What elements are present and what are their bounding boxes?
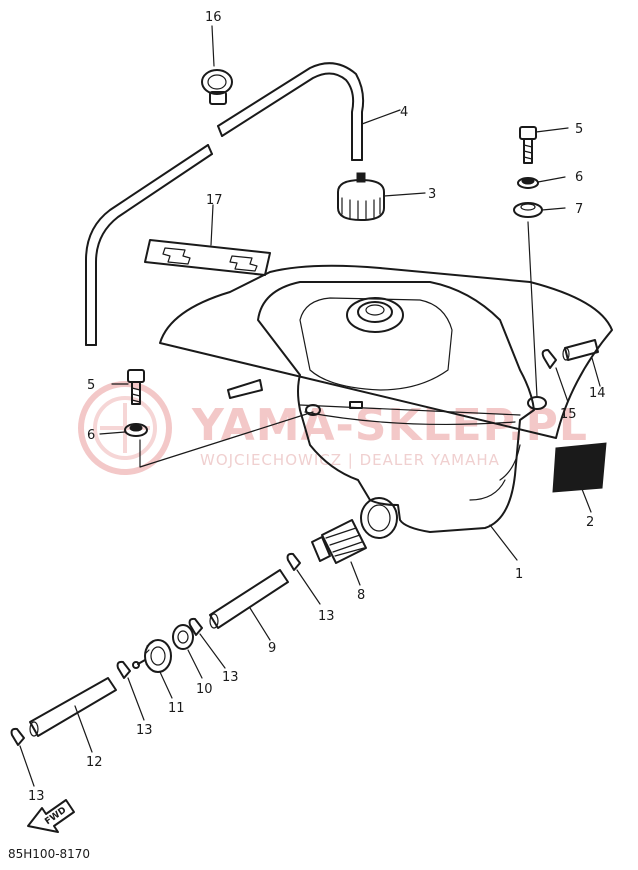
watermark-main-text: YAMA-SKLEP.PL bbox=[191, 400, 588, 451]
callout-3: 3 bbox=[428, 187, 436, 202]
callout-13b: 13 bbox=[222, 670, 239, 685]
callout-13a: 13 bbox=[318, 609, 335, 624]
clamp-part bbox=[201, 69, 233, 105]
breather-hose bbox=[85, 62, 365, 346]
tank-cap-part bbox=[337, 172, 385, 221]
washer-part-10 bbox=[172, 624, 194, 650]
callout-5-right: 5 bbox=[575, 122, 583, 137]
fuel-hose-part-12 bbox=[29, 677, 117, 737]
clip-part-13c bbox=[116, 660, 131, 679]
fuel-cock-part bbox=[132, 639, 172, 673]
label-part bbox=[144, 239, 271, 276]
leader-washer-left bbox=[139, 411, 314, 468]
hose-part-14 bbox=[562, 339, 599, 361]
callout-17: 17 bbox=[206, 193, 223, 208]
callout-1: 1 bbox=[515, 567, 523, 582]
callout-5-left: 5 bbox=[87, 378, 95, 393]
bolt-part-right bbox=[519, 126, 537, 164]
clip-part-13b bbox=[188, 617, 203, 636]
washer-part-left bbox=[124, 423, 148, 437]
watermark-sub-text: WOJCIECHOWICZ | DEALER YAMAHA bbox=[200, 451, 500, 469]
callout-6-left: 6 bbox=[87, 428, 95, 443]
callout-labels: 16 4 3 5 6 7 17 5 6 14 15 2 1 8 13 9 13 … bbox=[28, 10, 606, 804]
callout-7: 7 bbox=[575, 202, 583, 217]
clip-part-13d bbox=[10, 727, 25, 746]
diagram-code: 85H100-8170 bbox=[8, 847, 90, 861]
bolt-part-left bbox=[127, 369, 145, 405]
callout-11: 11 bbox=[168, 701, 185, 716]
washer-part-right bbox=[517, 177, 539, 189]
tank-label-part bbox=[552, 442, 607, 493]
callout-13d: 13 bbox=[28, 789, 45, 804]
fwd-arrow-icon: FWD bbox=[27, 799, 75, 833]
callout-9: 9 bbox=[268, 641, 276, 656]
callout-12: 12 bbox=[86, 755, 103, 770]
callout-15: 15 bbox=[560, 407, 577, 422]
callout-2: 2 bbox=[586, 515, 594, 530]
callout-14: 14 bbox=[589, 386, 606, 401]
callout-4: 4 bbox=[400, 105, 408, 120]
callout-16: 16 bbox=[205, 10, 222, 25]
clip-part-13a bbox=[286, 552, 301, 571]
clip-part-15 bbox=[541, 349, 557, 369]
fuel-hose-part-9 bbox=[209, 569, 289, 629]
callout-6-right: 6 bbox=[575, 170, 583, 185]
leader-damper bbox=[527, 221, 538, 398]
fuel-tank bbox=[159, 264, 613, 539]
leader-lines bbox=[19, 25, 601, 787]
callout-10: 10 bbox=[196, 682, 213, 697]
fuel-filter-part bbox=[311, 519, 367, 564]
damper-part-right bbox=[513, 202, 543, 218]
callout-13c: 13 bbox=[136, 723, 153, 738]
callout-8: 8 bbox=[357, 588, 365, 603]
